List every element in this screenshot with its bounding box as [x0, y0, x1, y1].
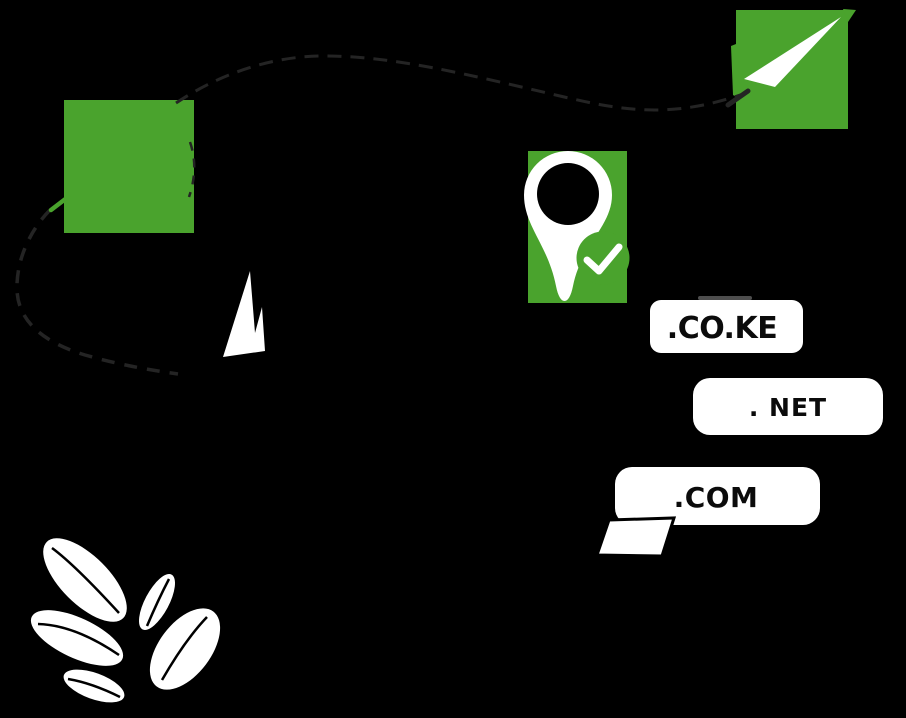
- paper-plane-icon: [731, 9, 856, 129]
- leaves-icon: [30, 538, 221, 703]
- tag-edge-fragment: [698, 296, 752, 300]
- leaf-vein: [37, 622, 120, 657]
- checkmark-icon: [583, 243, 623, 275]
- dashed-path-arrow-end: [725, 88, 751, 108]
- green-square: [64, 100, 194, 233]
- dashed-flight-path-top: [175, 54, 747, 112]
- domain-tag-net: . NET: [693, 378, 883, 435]
- dashed-flight-path-loop: [15, 208, 179, 376]
- tag-label-co-ke: .CO.KE: [667, 311, 777, 346]
- tag-label-net: . NET: [749, 393, 827, 422]
- paper-plane-dart: [744, 17, 841, 87]
- sail-cursor-icon: [223, 271, 265, 357]
- tag-background: [693, 378, 883, 435]
- tag-background: [650, 300, 803, 353]
- leaf-vein: [67, 677, 121, 699]
- tag-background: [615, 467, 820, 525]
- square-corner-notch: [843, 9, 856, 22]
- leaf-vein: [145, 578, 171, 627]
- pin-hole: [537, 163, 599, 225]
- leaf-vein: [160, 616, 208, 681]
- paper-plane-square: [736, 10, 848, 129]
- dashed-arc-square-edge: [187, 141, 196, 198]
- location-pin-verified-icon: [524, 151, 630, 303]
- tilted-card: [594, 516, 677, 558]
- domain-tag-co-ke: .CO.KE: [650, 300, 803, 353]
- tag-label-com: .COM: [674, 481, 759, 514]
- leaf-vein: [51, 546, 120, 614]
- leaf: [30, 610, 124, 666]
- square-edge-sliver: [731, 44, 736, 97]
- check-badge: [576, 231, 630, 285]
- domain-tag-com: .COM: [615, 467, 820, 525]
- green-dash-segment: [48, 194, 71, 213]
